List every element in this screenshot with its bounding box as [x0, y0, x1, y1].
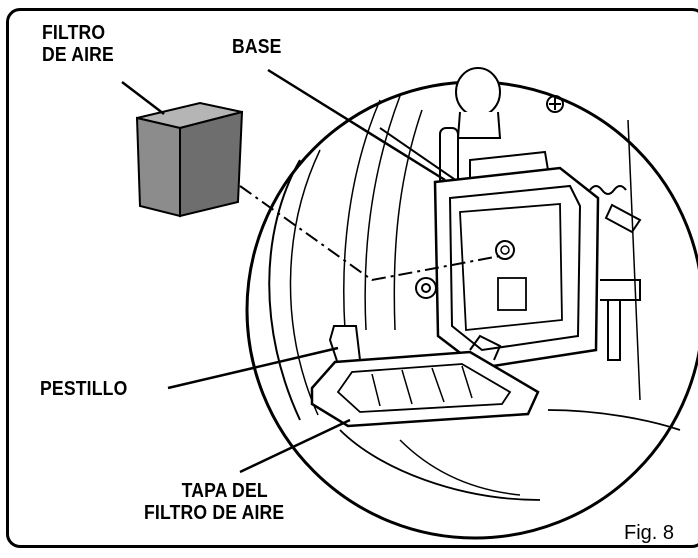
- right-frame-edge: [627, 119, 641, 401]
- base-center-hole-inner: [500, 245, 510, 255]
- cover-label: TAPA DEL FILTRO DE AIRE: [144, 480, 284, 524]
- leader-air-filter: [121, 81, 165, 115]
- base-inner-window: [497, 277, 527, 311]
- base-inner-frame: [448, 184, 582, 352]
- air-filter-block: [135, 101, 244, 218]
- cover-hinge: [469, 334, 502, 361]
- leader-cover: [239, 418, 351, 474]
- leader-lines: [121, 68, 501, 474]
- engine-detail-view: [245, 67, 698, 540]
- base-inner-box: [459, 203, 563, 331]
- base-outer-frame: [433, 166, 600, 370]
- lower-housing-curve-2: [547, 409, 681, 431]
- housing-rib-3: [393, 109, 423, 331]
- cover-ribs: [371, 365, 473, 407]
- filter-install-path: [239, 185, 501, 282]
- lower-housing-curve-1: [339, 429, 541, 501]
- cover-label-line2: FILTRO DE AIRE: [144, 502, 285, 524]
- base-center-hole: [495, 240, 515, 260]
- base-label: BASE: [232, 36, 282, 58]
- base-top-clip: [469, 150, 549, 178]
- cover-label-line1: TAPA DEL: [181, 480, 268, 502]
- diagram-frame: [6, 8, 698, 548]
- latch-label: PESTILLO: [40, 378, 128, 400]
- choke-lever: [604, 203, 642, 234]
- air-filter-label-line2: DE AIRE: [42, 44, 114, 66]
- screw-left-inner: [421, 283, 431, 293]
- primer-bulb-neck: [456, 111, 502, 139]
- air-filter-side-face: [179, 110, 244, 218]
- air-filter-front-face: [135, 116, 181, 218]
- air-filter-cover-inner: [336, 363, 512, 413]
- lower-housing-curve-3: [399, 439, 521, 496]
- choke-spring: [589, 185, 627, 195]
- air-filter-label: FILTRO DE AIRE: [42, 22, 114, 66]
- leader-latch: [167, 346, 339, 390]
- housing-curve-inner: [289, 149, 321, 416]
- housing-rib-2: [364, 95, 401, 331]
- housing-rib-1: [343, 99, 381, 331]
- figure-label: Fig. 8: [624, 522, 675, 544]
- leader-base: [267, 68, 446, 182]
- right-linkage: [600, 279, 641, 361]
- air-filter-label-line1: FILTRO: [42, 22, 106, 44]
- screw-top-right: [546, 95, 564, 113]
- screw-left: [415, 277, 437, 299]
- screw-top-right-slot: [549, 98, 561, 110]
- housing-curve-outer: [268, 159, 301, 421]
- primer-bulb: [455, 67, 501, 117]
